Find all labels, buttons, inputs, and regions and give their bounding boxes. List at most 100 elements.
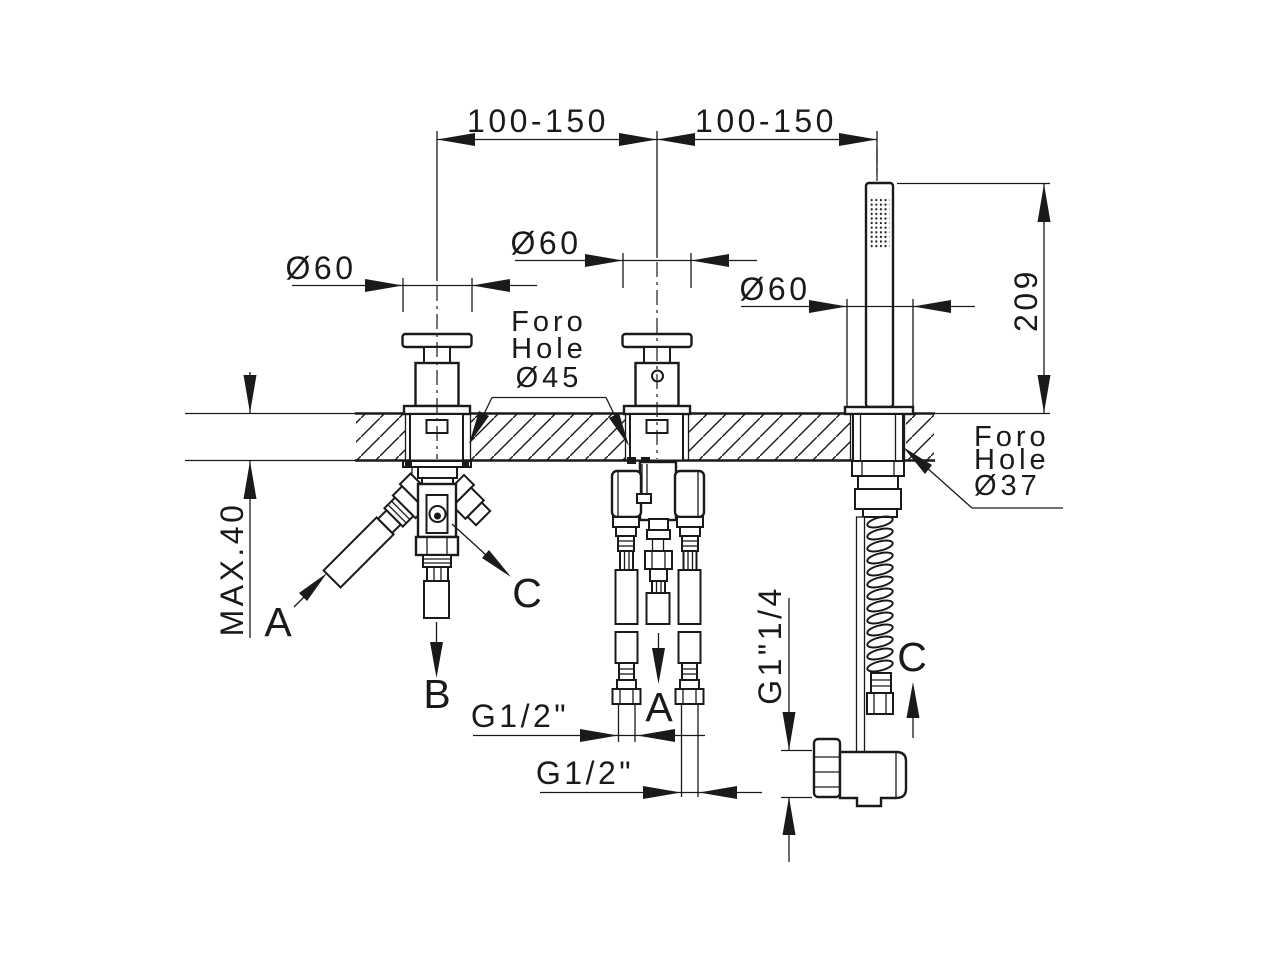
valve-left-hex xyxy=(414,535,460,557)
arrowhead xyxy=(1037,375,1051,413)
valve-left-port-housing xyxy=(425,494,449,534)
flow-labels: A B C A C xyxy=(264,523,927,738)
shower-ring xyxy=(857,475,899,490)
note-hole37-line1: Foro xyxy=(974,421,1050,453)
leader-line xyxy=(483,397,493,415)
hose-end-nut xyxy=(866,692,894,715)
label-inlet-center: A xyxy=(645,684,673,730)
arrowhead xyxy=(580,729,618,742)
outlet-block xyxy=(648,518,669,531)
deck-hatch-segment xyxy=(356,414,405,460)
hose-crimp xyxy=(618,662,635,681)
hose-braided xyxy=(645,592,671,625)
shower-escutcheon xyxy=(843,405,915,416)
deck-hatch-segment xyxy=(470,414,626,460)
label-inlet-left: A xyxy=(264,599,292,645)
arrowhead xyxy=(299,573,327,601)
hose-braided xyxy=(677,631,702,664)
valve-center-right-cylinder xyxy=(673,469,706,519)
hose-ribbed xyxy=(426,566,449,582)
arrowhead xyxy=(469,411,489,444)
valve-left-neck xyxy=(417,466,458,479)
arrowhead xyxy=(585,254,623,267)
hose-ribbed xyxy=(682,550,698,571)
hose-crimp xyxy=(617,535,635,552)
outlet-ring xyxy=(676,516,704,528)
label-connection-shower: C xyxy=(897,634,927,680)
leader-line xyxy=(605,397,616,417)
arrowhead xyxy=(657,133,695,146)
valve-left xyxy=(322,460,492,619)
deck-hatch-segment xyxy=(689,414,850,460)
mount-tab xyxy=(641,457,650,464)
outlet-ring xyxy=(679,526,701,537)
shower-deck-body xyxy=(852,413,904,462)
arrowhead xyxy=(652,648,665,684)
note-hole37-line3: Ø37 xyxy=(974,470,1041,502)
dim-dia-center: Ø60 xyxy=(511,225,582,261)
shower-hose-neck xyxy=(862,508,898,518)
hose-ribbed xyxy=(651,580,666,594)
stud-nut xyxy=(636,493,652,504)
hose-braided xyxy=(423,580,450,619)
arrowhead xyxy=(619,133,657,146)
note-hole45-line2: Hole xyxy=(511,333,587,365)
arrowhead xyxy=(913,300,951,313)
hand-shower-spray-face xyxy=(869,197,890,248)
shower-coiled-hose xyxy=(866,515,894,673)
note-hole45-line1: Foro xyxy=(511,306,587,338)
dim-thread-g12-second: G1/2" xyxy=(536,755,634,791)
arrowhead xyxy=(903,447,932,474)
dim-pitch-left: 100-150 xyxy=(467,103,609,139)
valve-center-block xyxy=(638,460,678,522)
flange-tab xyxy=(462,461,469,467)
hose-crimp xyxy=(681,662,698,681)
outlet-ring xyxy=(612,516,640,528)
arrowhead xyxy=(243,461,257,499)
note-hole37-line2: Hole xyxy=(974,444,1050,476)
elbow-body xyxy=(838,750,908,808)
mount-tab xyxy=(627,457,636,464)
elbow-ribbed-nut xyxy=(812,737,842,799)
label-leader xyxy=(293,595,306,608)
hose-crimp xyxy=(422,554,452,568)
hose-crimp xyxy=(649,568,668,582)
label-leader xyxy=(451,523,487,556)
arrowhead xyxy=(691,254,729,267)
outlet-ring xyxy=(646,529,671,540)
arrowhead xyxy=(609,413,629,446)
arrowhead xyxy=(839,133,877,146)
note-hole-45: Foro Hole Ø45 xyxy=(469,306,629,446)
note-hole45-line3: Ø45 xyxy=(516,362,583,394)
arrowhead xyxy=(472,279,510,292)
arrowhead xyxy=(1037,184,1051,222)
valve-center xyxy=(610,457,706,797)
label-outlet-bottom: B xyxy=(423,671,450,717)
dimensions: 100-150 100-150 Ø60 Ø60 Ø60 209 xyxy=(214,103,1051,862)
arrowhead xyxy=(809,300,847,313)
dim-dia-shower: Ø60 xyxy=(740,271,811,307)
shower-pull-rod xyxy=(855,516,866,754)
arrowhead xyxy=(437,133,475,146)
shower-hose-block xyxy=(854,488,902,510)
dim-deck-thickness: MAX.40 xyxy=(214,502,250,637)
hose-hex xyxy=(679,679,700,690)
outlet-ring xyxy=(615,526,637,537)
hose-hex xyxy=(616,679,637,690)
dim-shower-height: 209 xyxy=(1008,268,1044,332)
arrowhead xyxy=(782,797,796,835)
arrowhead xyxy=(643,786,681,799)
dim-pitch-right: 100-150 xyxy=(695,103,837,139)
hose-crimp xyxy=(681,535,699,552)
hose-hex xyxy=(644,550,673,570)
hose-end-nut xyxy=(611,688,642,705)
hose-end-nut xyxy=(674,688,705,705)
label-connection-left: C xyxy=(512,570,542,616)
leader-line xyxy=(925,466,973,509)
note-hole-37: Foro Hole Ø37 xyxy=(903,421,1063,509)
arrowhead xyxy=(482,550,511,577)
arrowhead xyxy=(906,682,920,718)
arrowhead xyxy=(243,375,257,413)
